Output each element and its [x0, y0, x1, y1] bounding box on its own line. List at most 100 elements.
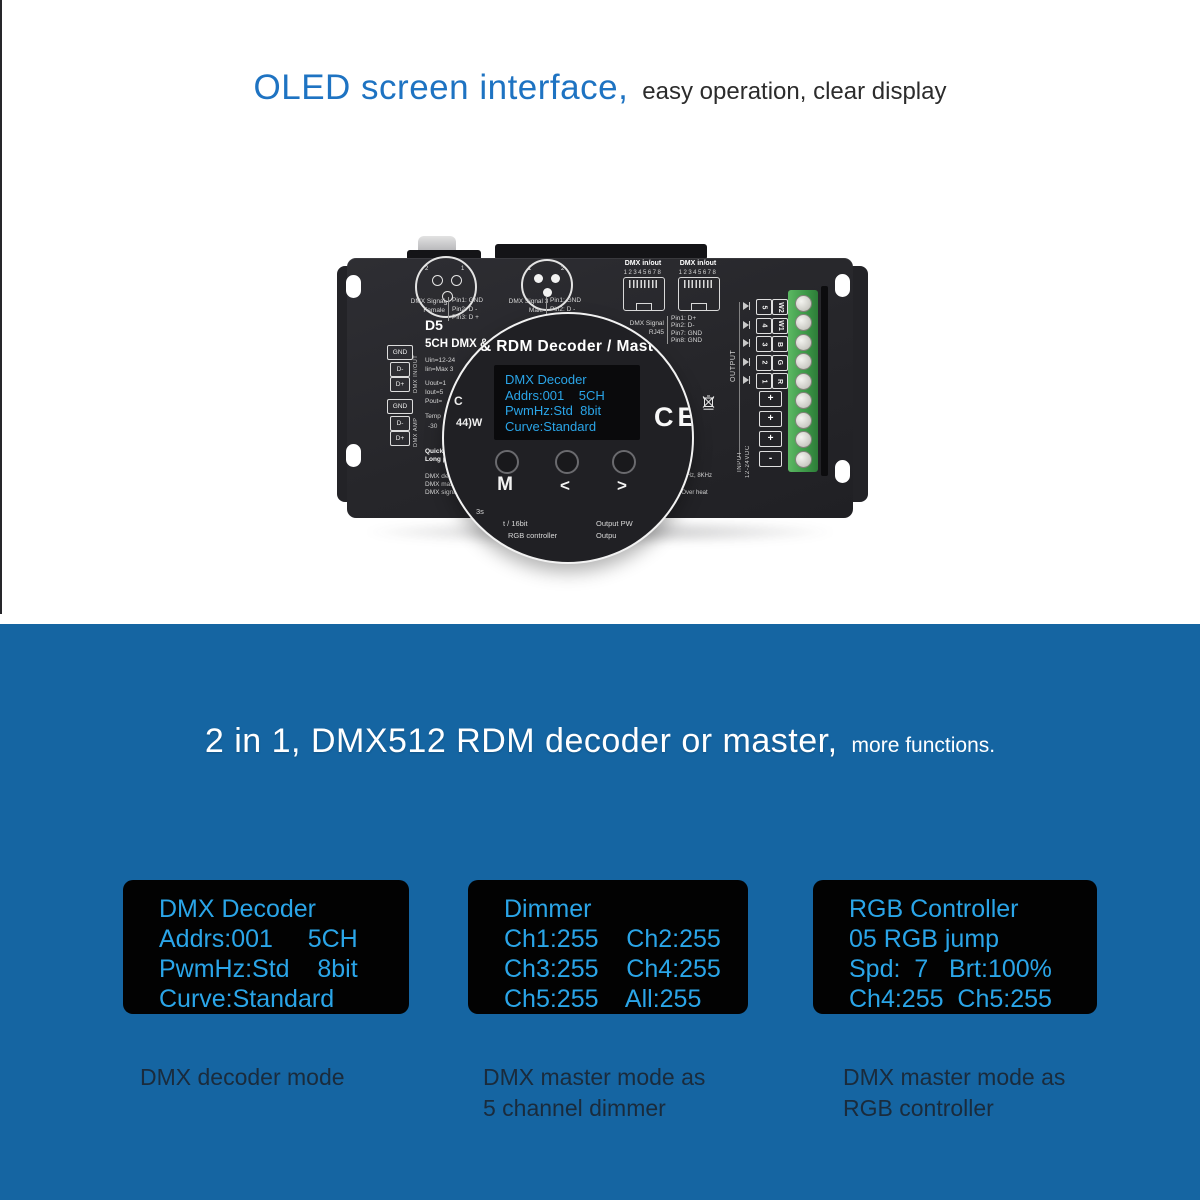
spec-line: Iout=5 [425, 389, 444, 396]
section-title-small: more functions. [851, 734, 996, 757]
spec-line: -30 [428, 423, 438, 430]
terminal-d-minus: D- [390, 416, 410, 431]
channel-name-box: G [772, 354, 788, 371]
ce-mark: CE [654, 402, 692, 432]
oled-line: Dimmer [504, 895, 592, 923]
section-title-main: 2 in 1, DMX512 RDM decoder or master, [204, 722, 838, 760]
weee-bin-icon [702, 395, 715, 410]
oled-line: Ch3:255 Ch4:255 [504, 955, 721, 983]
rj45-label: DMX in/out [679, 260, 717, 267]
channel-name-box: B [772, 336, 788, 352]
menu-button-label: M [497, 474, 513, 495]
note-line: DMX dec [425, 473, 452, 480]
oled-screen-rgb: RGB Controller 05 RGB jump Spd: 7 Brt:10… [813, 880, 1097, 1014]
terminal-d-minus: D- [390, 362, 410, 377]
terminal-group-label: DMX IN/OUT [413, 354, 419, 393]
terminal-screw [795, 294, 812, 312]
channel-number-box: 2 [756, 354, 772, 371]
spec-line: Pout= [425, 398, 443, 405]
terminal-slot [821, 286, 828, 476]
magnified-fragment: t / 16bit [503, 519, 528, 528]
divider [546, 297, 547, 321]
magnified-fragment: C [454, 394, 463, 408]
power-terminal: - [759, 451, 782, 467]
channel-number-box: 1 [756, 373, 772, 389]
input-voltage-label: 12-24VDC [745, 445, 751, 478]
output-label: OUTPUT [730, 349, 737, 382]
magnified-fragment: 3s [476, 507, 484, 516]
mount-hole [346, 275, 361, 298]
terminal-screw [795, 353, 812, 370]
magnified-fragment: RGB controller [508, 531, 558, 540]
terminal-gnd: GND [387, 345, 413, 360]
mount-hole [346, 444, 361, 467]
terminal-screw [795, 314, 812, 331]
magnified-title-fragment: & RDM Decoder / Maste [480, 338, 663, 355]
next-button [612, 450, 636, 474]
caption-master-dimmer: DMX master mode as 5 channel dimmer [483, 1064, 706, 1121]
terminal-screw [795, 431, 812, 448]
oled-line: Addrs:001 5CH [159, 925, 358, 953]
note-line: DMX signal [425, 489, 459, 496]
mount-hole [835, 460, 850, 483]
divider [448, 297, 449, 321]
led-icon [743, 339, 750, 347]
rj45-label: DMX in/out [624, 260, 662, 267]
spec-line: Uin=12-24 [425, 357, 456, 364]
page-title-subtext: easy operation, clear display [642, 78, 947, 105]
led-icon [743, 357, 750, 366]
channel-number-box: 4 [756, 317, 772, 334]
channel-name-box: R [772, 373, 788, 389]
page-title-highlight: OLED screen interface, [253, 68, 629, 107]
divider [667, 316, 668, 344]
terminal-screw [795, 450, 812, 468]
oled-line: Curve:Standard [159, 985, 335, 1013]
oled-line: PwmHz:Std 8bit [505, 403, 602, 418]
section-title: 2 in 1, DMX512 RDM decoder or master, mo… [0, 722, 1200, 761]
oled-screen-dimmer: Dimmer Ch1:255 Ch2:255 Ch3:255 Ch4:255 C… [468, 880, 748, 1014]
xlr-pin-number: 1 [528, 266, 532, 272]
rj45-port [623, 277, 665, 311]
page-edge-line [0, 0, 2, 614]
power-terminal: + [759, 411, 782, 427]
prev-button-label: < [560, 476, 570, 495]
xlr-pin-number: 2 [425, 266, 429, 272]
xlr-female-port: 2 1 3 [415, 256, 477, 318]
prev-button [555, 450, 579, 474]
oled-line: RGB Controller [849, 895, 1019, 923]
device-model: D5 [425, 317, 443, 333]
terminal-screw [795, 333, 812, 351]
terminal-screw [795, 392, 812, 409]
blue-section: 2 in 1, DMX512 RDM decoder or master, mo… [0, 624, 1200, 1200]
mount-hole [835, 274, 850, 297]
spec-fragment: nt, Over heat [673, 490, 708, 496]
led-icon [743, 302, 750, 310]
next-button-label: > [617, 476, 627, 495]
note-line: Quick [425, 448, 444, 455]
xlr-pin [441, 291, 453, 302]
magnified-fragment: 44)W [456, 417, 483, 429]
oled-line: Ch5:255 All:255 [504, 985, 702, 1013]
oled-screen-decoder: DMX Decoder Addrs:001 5CH PwmHz:Std 8bit… [123, 880, 409, 1014]
terminal-group-label: DMX AMP [413, 417, 419, 447]
xlr-pin-number: 1 [461, 266, 465, 272]
channel-name-box: W1 [772, 317, 788, 334]
rj45-pin-numbers: 12345678 [623, 270, 663, 276]
spec-line: Uout=1 [425, 380, 447, 387]
terminal-d-plus: D+ [390, 377, 410, 392]
caption-master-rgb: DMX master mode as RGB controller [843, 1064, 1066, 1121]
led-icon [743, 320, 750, 329]
xlr-pin [432, 275, 443, 286]
caption-decoder-mode: DMX decoder mode [140, 1064, 345, 1090]
xlr-pin [451, 275, 462, 286]
oled-line: Addrs:001 5CH [505, 387, 605, 403]
terminal-screw [795, 411, 812, 429]
oled-screen: DMX Decoder Addrs:001 5CH PwmHz:Std 8bit… [494, 365, 640, 440]
oled-line: 05 RGB jump [849, 925, 1000, 953]
